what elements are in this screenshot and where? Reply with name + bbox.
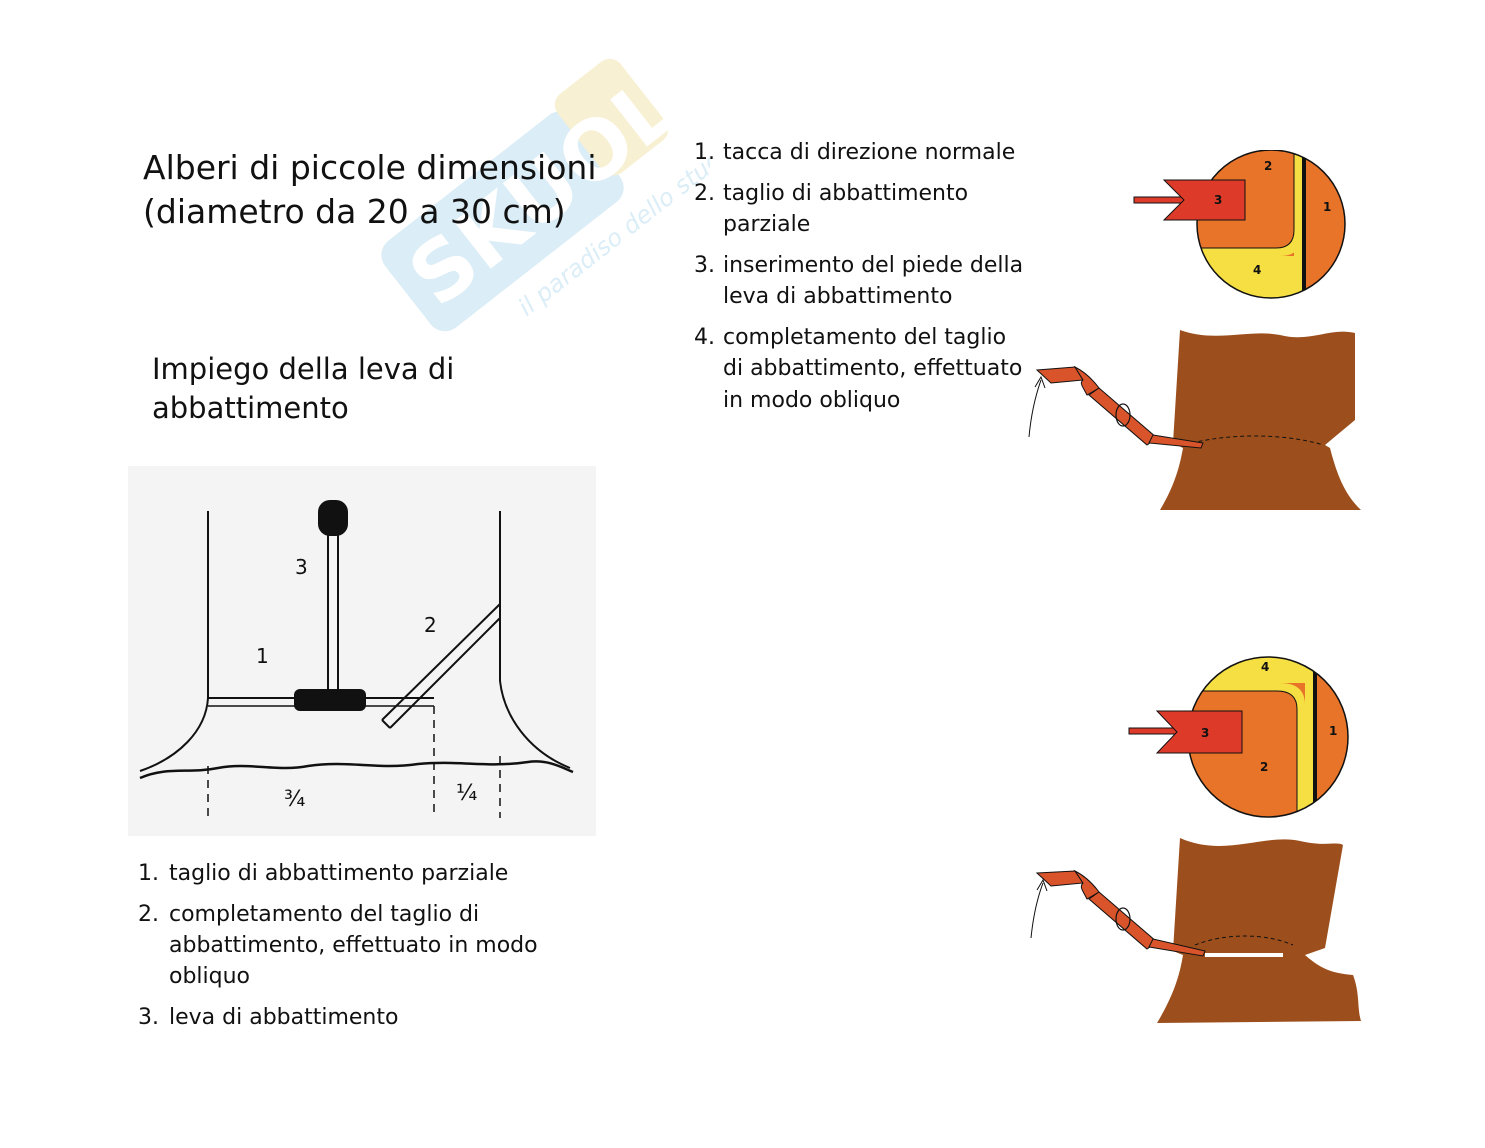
label-lever: 3 bbox=[295, 555, 308, 579]
bottom-zone-3-label: 3 bbox=[1201, 726, 1209, 740]
top-zone-2-label: 2 bbox=[1264, 159, 1272, 173]
label-partial-cut: 1 bbox=[256, 644, 269, 668]
list-item: 1.tacca di direzione normale bbox=[694, 140, 1016, 165]
list-item: 2.completamento del taglio di abbattimen… bbox=[138, 902, 538, 989]
bottom-zone-4-label: 4 bbox=[1261, 660, 1269, 674]
top-stump-cross-section: 2 3 1 4 bbox=[1133, 150, 1346, 299]
list-item: 2.taglio di abbattimento parziale bbox=[694, 180, 969, 238]
label-oblique-cut: 2 bbox=[424, 613, 437, 637]
lever-knob bbox=[318, 500, 348, 536]
list-item: 4.completamento del taglio di abbattimen… bbox=[694, 324, 1023, 413]
page-title: Alberi di piccole dimensioni (diametro d… bbox=[143, 146, 597, 234]
top-zone-4-label: 4 bbox=[1253, 263, 1261, 277]
title-line-2: (diametro da 20 a 30 cm) bbox=[143, 192, 566, 231]
right-steps-list: 1.tacca di direzione normale 2.taglio di… bbox=[694, 137, 1024, 425]
label-three-quarters: ¾ bbox=[284, 787, 305, 812]
bottom-zone-2-label: 2 bbox=[1260, 760, 1268, 774]
label-one-quarter: ¼ bbox=[456, 781, 477, 806]
lever-handle-grip bbox=[294, 689, 366, 711]
bottom-trunk-side-view bbox=[1030, 838, 1361, 1023]
list-item: 3.leva di abbattimento bbox=[138, 1005, 399, 1030]
subtitle-line-1: Impiego della leva di bbox=[152, 352, 455, 386]
top-zone-1-label: 1 bbox=[1323, 200, 1331, 214]
bottom-stump-cross-section: 4 3 1 2 bbox=[1128, 656, 1349, 818]
top-trunk-side-view bbox=[1028, 330, 1361, 510]
section-subtitle: Impiego della leva di abbattimento bbox=[152, 350, 454, 428]
subtitle-line-2: abbattimento bbox=[152, 391, 349, 425]
list-item: 1.taglio di abbattimento parziale bbox=[138, 861, 509, 886]
bottom-zone-1-label: 1 bbox=[1329, 724, 1337, 738]
lever-felling-diagram: 3 2 1 ¾ ¼ bbox=[128, 466, 596, 836]
skuola-watermark: SKUOLA.net il paradiso dello studente bbox=[381, 30, 710, 332]
top-zone-3-label: 3 bbox=[1214, 193, 1222, 207]
left-steps-list: 1.taglio di abbattimento parziale 2.comp… bbox=[138, 858, 608, 1043]
title-line-1: Alberi di piccole dimensioni bbox=[143, 148, 597, 187]
list-item: 3.inserimento del piede della leva di ab… bbox=[694, 252, 1024, 310]
